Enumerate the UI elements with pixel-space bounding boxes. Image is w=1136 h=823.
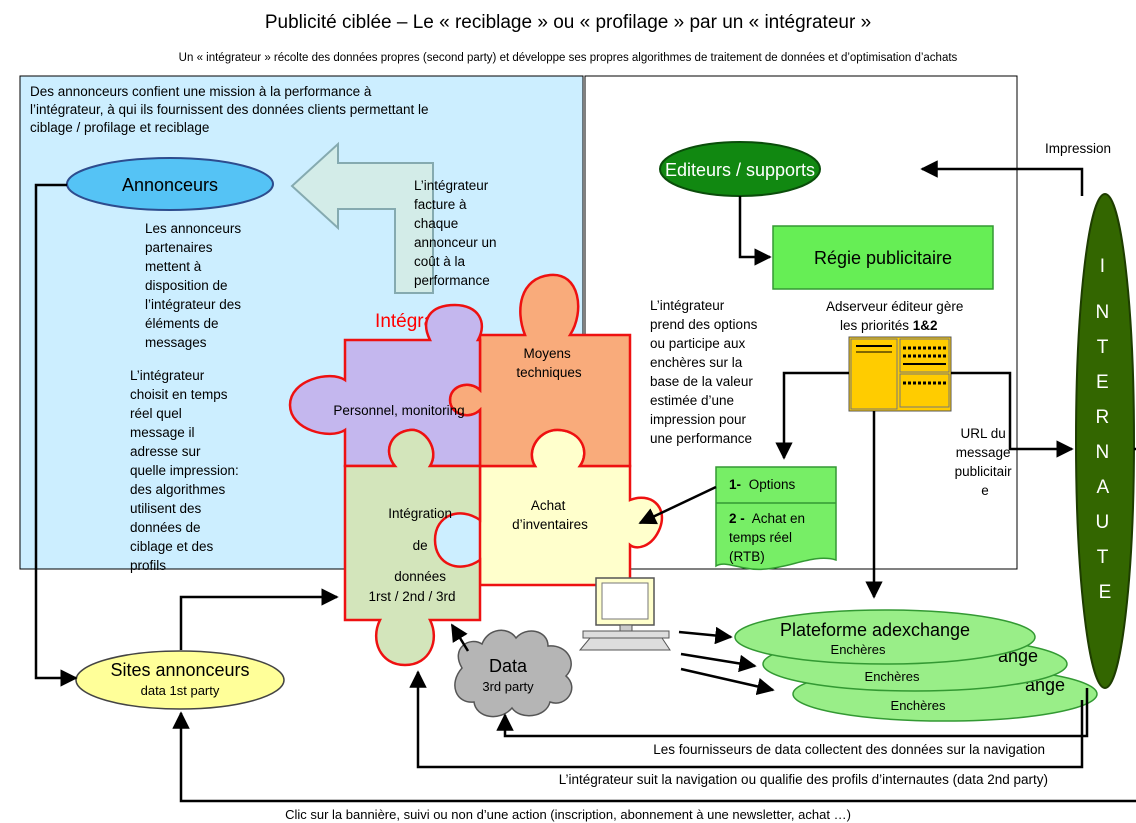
integration-puzzle-piece — [343, 428, 482, 667]
regie-node — [772, 225, 994, 290]
adexchange-3-sub: Enchères — [891, 698, 946, 713]
billing-arrow — [290, 141, 434, 294]
options-achat-arrow — [638, 485, 717, 525]
editeurs-regie-arrow — [738, 196, 772, 266]
billing-text: L’intégrateur facture à chaque annonceur… — [414, 178, 500, 288]
algorithm-text: L’intégrateur choisit en temps réel quel… — [130, 368, 243, 573]
url-label: URL du message publicitair e — [955, 426, 1016, 498]
data-label: Data — [489, 656, 528, 676]
adexchange-2-sub: Enchères — [865, 669, 920, 684]
integrator-tracking-text: L’intégrateur suit la navigation ou qual… — [559, 772, 1048, 787]
option-1-label: 1- Options — [729, 477, 796, 492]
integrator-tracking-loop — [409, 670, 1084, 769]
data-providers-text: Les fournisseurs de data collectent des … — [653, 742, 1045, 757]
computer-icon — [578, 577, 671, 651]
integration-label: Intégration de données 1rst / 2nd / 3rd — [368, 506, 455, 604]
options-text: L’intégrateur prend des options ou parti… — [650, 298, 761, 446]
computer-adexchange-arrow-1 — [678, 626, 733, 645]
url-message-arrow — [951, 371, 1074, 458]
option-2-label: 2 - Achat en temps réel (RTB) — [729, 511, 809, 564]
adexchange-sub: Enchères — [831, 642, 886, 657]
data-integration-arrow — [450, 623, 470, 652]
annonceurs-label: Annonceurs — [122, 175, 218, 195]
adserver-options-arrow — [775, 371, 849, 460]
data-cloud — [454, 629, 573, 718]
annonceurs-sites-arrow — [34, 183, 78, 687]
diagram-title: Publicité ciblée – Le « reciblage » ou «… — [265, 12, 871, 33]
internaute-node — [1075, 193, 1135, 689]
adexchange-node-1 — [734, 609, 1036, 665]
partners-text: Les annonceurs partenaires mettent à dis… — [145, 221, 245, 350]
computer-adexchange-arrow-3 — [680, 667, 775, 696]
computer-adexchange-arrow-2 — [680, 652, 757, 673]
data-sub: 3rd party — [482, 679, 534, 694]
diagram-subtitle: Un « intégrateur » récolte des données p… — [179, 52, 958, 64]
adexchange-title: Plateforme adexchange — [780, 620, 970, 640]
editeurs-label: Editeurs / supports — [665, 160, 815, 180]
click-text: Clic sur la bannière, suivi ou non d’une… — [285, 807, 851, 822]
sites-integration-arrow — [179, 588, 339, 650]
click-loop — [172, 711, 1136, 803]
impression-arrow — [920, 160, 1084, 196]
sites-annonceurs-label: Sites annonceurs — [110, 660, 249, 680]
adserveur-text: Adserveur éditeur gère les priorités 1&2 — [826, 299, 967, 333]
regie-label: Régie publicitaire — [814, 248, 952, 268]
personnel-label: Personnel, monitoring — [333, 403, 464, 418]
moyens-label: Moyens techniques — [516, 346, 582, 380]
achat-label: Achat d’inventaires — [512, 498, 588, 532]
options-document — [715, 466, 837, 570]
sites-annonceurs-sub: data 1st party — [141, 683, 220, 698]
data-providers-loop — [496, 688, 1089, 738]
impression-label: Impression — [1045, 141, 1111, 156]
advertisers-intro: Des annonceurs confient une mission à la… — [30, 84, 432, 135]
adserver-icon — [848, 336, 952, 412]
internaute-label: I N T E R N A U T E — [1095, 256, 1114, 603]
